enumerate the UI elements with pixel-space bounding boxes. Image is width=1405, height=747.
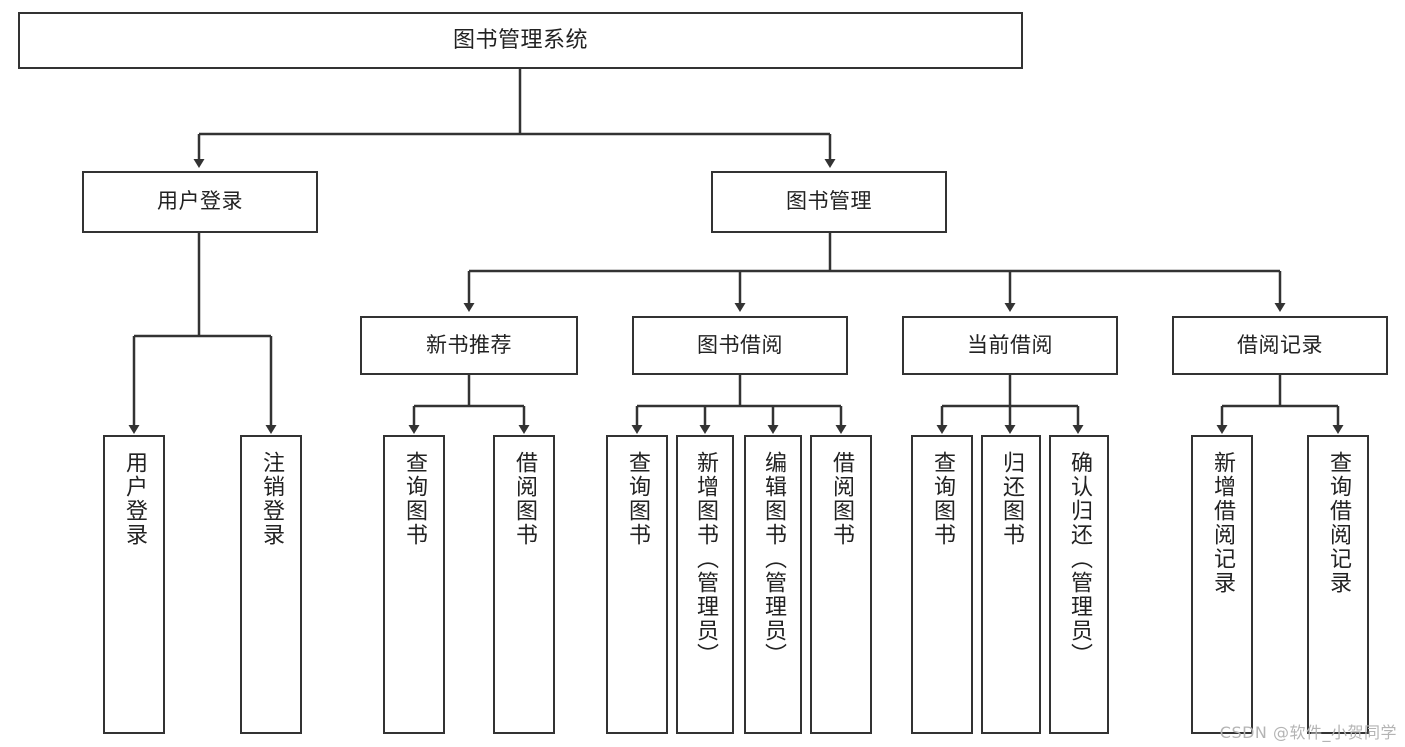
node-leaf-query-book-borrow[interactable]: 查询图书	[606, 435, 668, 734]
node-label: 查询图书	[625, 451, 650, 547]
node-borrow-record[interactable]: 借阅记录	[1172, 316, 1388, 375]
node-leaf-query-book-current[interactable]: 查询图书	[911, 435, 973, 734]
node-label: 新增图书（管理员）	[693, 451, 718, 667]
node-leaf-edit-book[interactable]: 编辑图书（管理员）	[744, 435, 802, 734]
node-label: 借阅图书	[512, 451, 537, 547]
node-label: 新书推荐	[426, 332, 512, 357]
node-leaf-user-login[interactable]: 用户登录	[103, 435, 165, 734]
node-book-management[interactable]: 图书管理	[711, 171, 947, 233]
node-new-book-recommend[interactable]: 新书推荐	[360, 316, 578, 375]
node-leaf-borrow-book-borrow[interactable]: 借阅图书	[810, 435, 872, 734]
node-label: 查询图书	[402, 451, 427, 547]
node-leaf-borrow-book-recommend[interactable]: 借阅图书	[493, 435, 555, 734]
node-label: 注销登录	[259, 451, 284, 547]
node-label: 图书管理	[786, 189, 872, 214]
node-label: 确认归还（管理员）	[1067, 451, 1092, 667]
node-current-borrow[interactable]: 当前借阅	[902, 316, 1118, 375]
node-label: 图书借阅	[697, 332, 783, 357]
node-label: 图书管理系统	[452, 27, 588, 53]
watermark-text: CSDN @软件_小贺同学	[1219, 723, 1397, 742]
node-label: 当前借阅	[967, 332, 1053, 357]
node-leaf-query-borrow-record[interactable]: 查询借阅记录	[1307, 435, 1369, 734]
node-label: 借阅图书	[829, 451, 854, 547]
node-leaf-add-borrow-record[interactable]: 新增借阅记录	[1191, 435, 1253, 734]
node-label: 新增借阅记录	[1210, 451, 1235, 595]
node-leaf-add-book[interactable]: 新增图书（管理员）	[676, 435, 734, 734]
node-label: 用户登录	[122, 451, 147, 547]
node-label: 编辑图书（管理员）	[761, 451, 786, 667]
node-label: 归还图书	[999, 451, 1024, 547]
node-root-book-management-system[interactable]: 图书管理系统	[18, 12, 1023, 69]
node-leaf-logout-login[interactable]: 注销登录	[240, 435, 302, 734]
node-label: 查询借阅记录	[1326, 451, 1351, 595]
node-leaf-return-book[interactable]: 归还图书	[981, 435, 1041, 734]
node-book-borrow[interactable]: 图书借阅	[632, 316, 848, 375]
node-leaf-confirm-return[interactable]: 确认归还（管理员）	[1049, 435, 1109, 734]
node-label: 查询图书	[930, 451, 955, 547]
node-user-login[interactable]: 用户登录	[82, 171, 318, 233]
node-leaf-query-book-recommend[interactable]: 查询图书	[383, 435, 445, 734]
node-label: 用户登录	[157, 189, 243, 214]
node-label: 借阅记录	[1237, 332, 1323, 357]
